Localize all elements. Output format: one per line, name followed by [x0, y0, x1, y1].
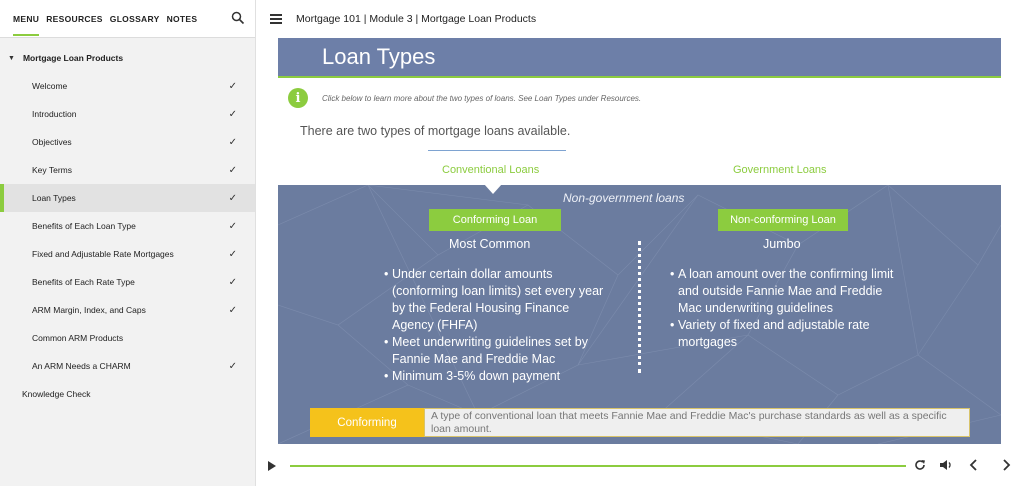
- left-subhead: Most Common: [449, 237, 531, 251]
- sidebar-item-label: Loan Types: [32, 193, 76, 203]
- intro-text: There are two types of mortgage loans av…: [300, 124, 571, 138]
- sidebar-tabs: MENU RESOURCES GLOSSARY NOTES: [0, 0, 255, 38]
- tab-conventional-loans[interactable]: Conventional Loans: [442, 164, 540, 176]
- toc-section-mortgage-loan-products[interactable]: ▼ Mortgage Loan Products: [0, 44, 255, 72]
- sidebar-item-fixed-adjustable[interactable]: Fixed and Adjustable Rate Mortgages ✓: [0, 240, 255, 268]
- list-item: Variety of fixed and adjustable rate mor…: [670, 317, 906, 351]
- info-icon: i: [288, 88, 308, 108]
- sidebar-item-knowledge-check[interactable]: Knowledge Check: [0, 380, 255, 408]
- check-icon: ✓: [228, 276, 237, 288]
- tab-glossary[interactable]: GLOSSARY: [109, 13, 160, 24]
- sidebar-item-label: Benefits of Each Rate Type: [32, 277, 135, 287]
- active-tab-indicator: [428, 150, 566, 151]
- breadcrumb: Mortgage 101 | Module 3 | Mortgage Loan …: [296, 13, 537, 25]
- definition-box: Conforming A type of conventional loan t…: [310, 408, 970, 437]
- tab-menu[interactable]: MENU: [13, 0, 40, 38]
- sidebar-item-label: Welcome: [32, 81, 68, 91]
- definition-term: Conforming: [310, 408, 424, 437]
- right-subhead: Jumbo: [763, 237, 801, 251]
- search-icon[interactable]: [231, 11, 245, 25]
- list-item: A loan amount over the confirming limit …: [670, 266, 906, 317]
- slide: Loan Types i Click below to learn more a…: [278, 38, 1001, 444]
- toc-section-label: Mortgage Loan Products: [22, 53, 124, 63]
- check-icon: ✓: [228, 136, 237, 148]
- sidebar-item-arm-charm[interactable]: An ARM Needs a CHARM ✓: [0, 352, 255, 380]
- sidebar: MENU RESOURCES GLOSSARY NOTES ▼ Mortgage…: [0, 0, 256, 486]
- non-conforming-bullets: A loan amount over the confirming limit …: [670, 266, 906, 351]
- check-icon: ✓: [228, 108, 237, 120]
- sidebar-item-label: Objectives: [32, 137, 72, 147]
- check-icon: ✓: [228, 192, 237, 204]
- check-icon: ✓: [228, 80, 237, 92]
- info-text: Click below to learn more about the two …: [322, 93, 642, 103]
- tab-notes[interactable]: NOTES: [166, 13, 198, 24]
- loan-detail-panel: Non-government loans Conforming Loan Non…: [278, 185, 1001, 444]
- sidebar-item-key-terms[interactable]: Key Terms ✓: [0, 156, 255, 184]
- tab-pointer: [484, 185, 502, 194]
- sidebar-item-label: Key Terms: [32, 165, 72, 175]
- sidebar-item-welcome[interactable]: Welcome ✓: [0, 72, 255, 100]
- prev-icon[interactable]: [966, 457, 982, 473]
- sidebar-item-label: Benefits of Each Loan Type: [32, 221, 136, 231]
- caret-down-icon: ▼: [8, 54, 15, 62]
- slide-title-bar: Loan Types: [278, 38, 1001, 78]
- sidebar-item-introduction[interactable]: Introduction ✓: [0, 100, 255, 128]
- sidebar-item-objectives[interactable]: Objectives ✓: [0, 128, 255, 156]
- check-icon: ✓: [228, 248, 237, 260]
- check-icon: ✓: [228, 164, 237, 176]
- dotted-divider: [638, 241, 641, 373]
- sidebar-item-label: Knowledge Check: [22, 389, 91, 399]
- tab-government-loans[interactable]: Government Loans: [733, 164, 827, 176]
- check-icon: ✓: [228, 304, 237, 316]
- sidebar-item-arm-margin[interactable]: ARM Margin, Index, and Caps ✓: [0, 296, 255, 324]
- check-icon: ✓: [228, 220, 237, 232]
- sidebar-item-label: Common ARM Products: [32, 333, 124, 343]
- info-row: i Click below to learn more about the tw…: [288, 88, 641, 108]
- sidebar-item-label: Fixed and Adjustable Rate Mortgages: [32, 249, 174, 259]
- panel-heading: Non-government loans: [563, 191, 685, 205]
- definition-text: A type of conventional loan that meets F…: [424, 408, 970, 437]
- player-controls: [256, 452, 1024, 480]
- sidebar-item-label: Introduction: [32, 109, 77, 119]
- replay-icon[interactable]: [912, 457, 928, 473]
- check-icon: ✓: [228, 360, 237, 372]
- sidebar-item-benefits-rate-type[interactable]: Benefits of Each Rate Type ✓: [0, 268, 255, 296]
- list-item: Meet underwriting guidelines set by Fann…: [384, 334, 612, 368]
- sidebar-item-common-arm[interactable]: Common ARM Products: [0, 324, 255, 352]
- progress-bar[interactable]: [290, 465, 906, 467]
- tab-resources[interactable]: RESOURCES: [46, 13, 103, 24]
- list-item: Under certain dollar amounts (conforming…: [384, 266, 612, 334]
- volume-icon[interactable]: [938, 457, 954, 473]
- table-of-contents: ▼ Mortgage Loan Products Welcome ✓ Intro…: [0, 38, 255, 408]
- sidebar-item-loan-types[interactable]: Loan Types ✓: [0, 184, 255, 212]
- play-icon[interactable]: [268, 461, 276, 471]
- sidebar-item-label: An ARM Needs a CHARM: [32, 361, 131, 371]
- next-icon[interactable]: [998, 457, 1014, 473]
- non-conforming-loan-button[interactable]: Non-conforming Loan: [718, 209, 848, 231]
- sidebar-item-benefits-loan-type[interactable]: Benefits of Each Loan Type ✓: [0, 212, 255, 240]
- conforming-loan-button[interactable]: Conforming Loan: [429, 209, 561, 231]
- header: Mortgage 101 | Module 3 | Mortgage Loan …: [256, 0, 1024, 38]
- sidebar-item-label: ARM Margin, Index, and Caps: [32, 305, 146, 315]
- list-item: Minimum 3-5% down payment: [384, 368, 612, 385]
- conforming-bullets: Under certain dollar amounts (conforming…: [384, 266, 612, 385]
- hamburger-menu-icon[interactable]: [270, 14, 282, 24]
- slide-title: Loan Types: [322, 44, 436, 69]
